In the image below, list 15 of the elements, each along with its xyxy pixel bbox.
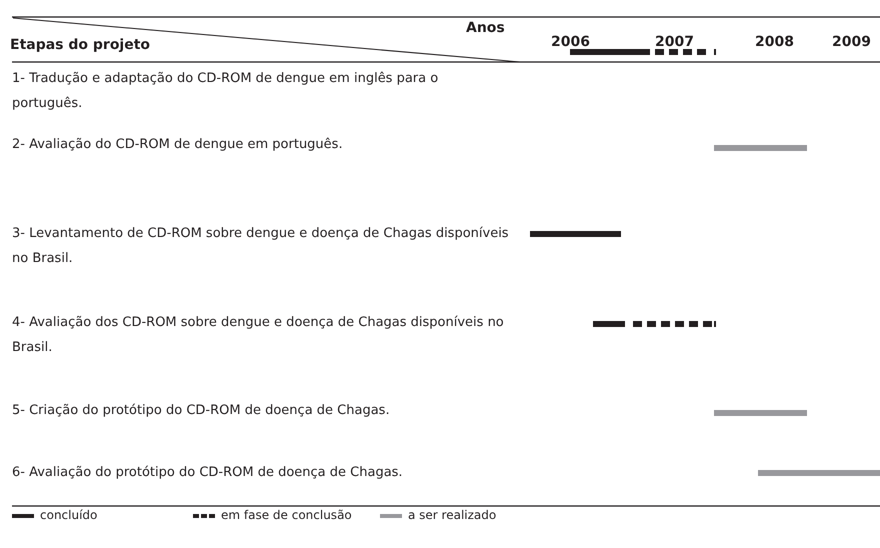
year-header: 2006 bbox=[551, 34, 590, 50]
year-header: 2009 bbox=[832, 34, 871, 50]
step-text: 6- Avaliação do protótipo do CD-ROM de doença de Chagas. bbox=[12, 464, 404, 482]
step-text: 5- Criação do protótipo do CD-ROM de doença de Chagas. bbox=[12, 402, 391, 420]
column-header: Anos bbox=[466, 20, 505, 36]
step-text: 3- Levantamento de CD-ROM sobre dengue e doença de Chagas disponíveis no Brasil. bbox=[12, 225, 510, 268]
column-header: Etapas do projeto bbox=[10, 37, 150, 53]
legend-label: a ser realizado bbox=[408, 508, 496, 522]
step-text: 2- Avaliação do CD-ROM de dengue em português. bbox=[12, 136, 344, 154]
step-text: 1- Tradução e adaptação do CD-ROM de dengue em inglês para o português. bbox=[12, 70, 440, 113]
legend-label: em fase de conclusão bbox=[221, 508, 352, 522]
step-text: 4- Avaliação dos CD-ROM sobre dengue e doença de Chagas disponíveis no Brasil. bbox=[12, 314, 505, 357]
year-header: 2008 bbox=[755, 34, 794, 50]
year-header: 2007 bbox=[655, 34, 694, 50]
legend-label: concluído bbox=[40, 508, 98, 522]
